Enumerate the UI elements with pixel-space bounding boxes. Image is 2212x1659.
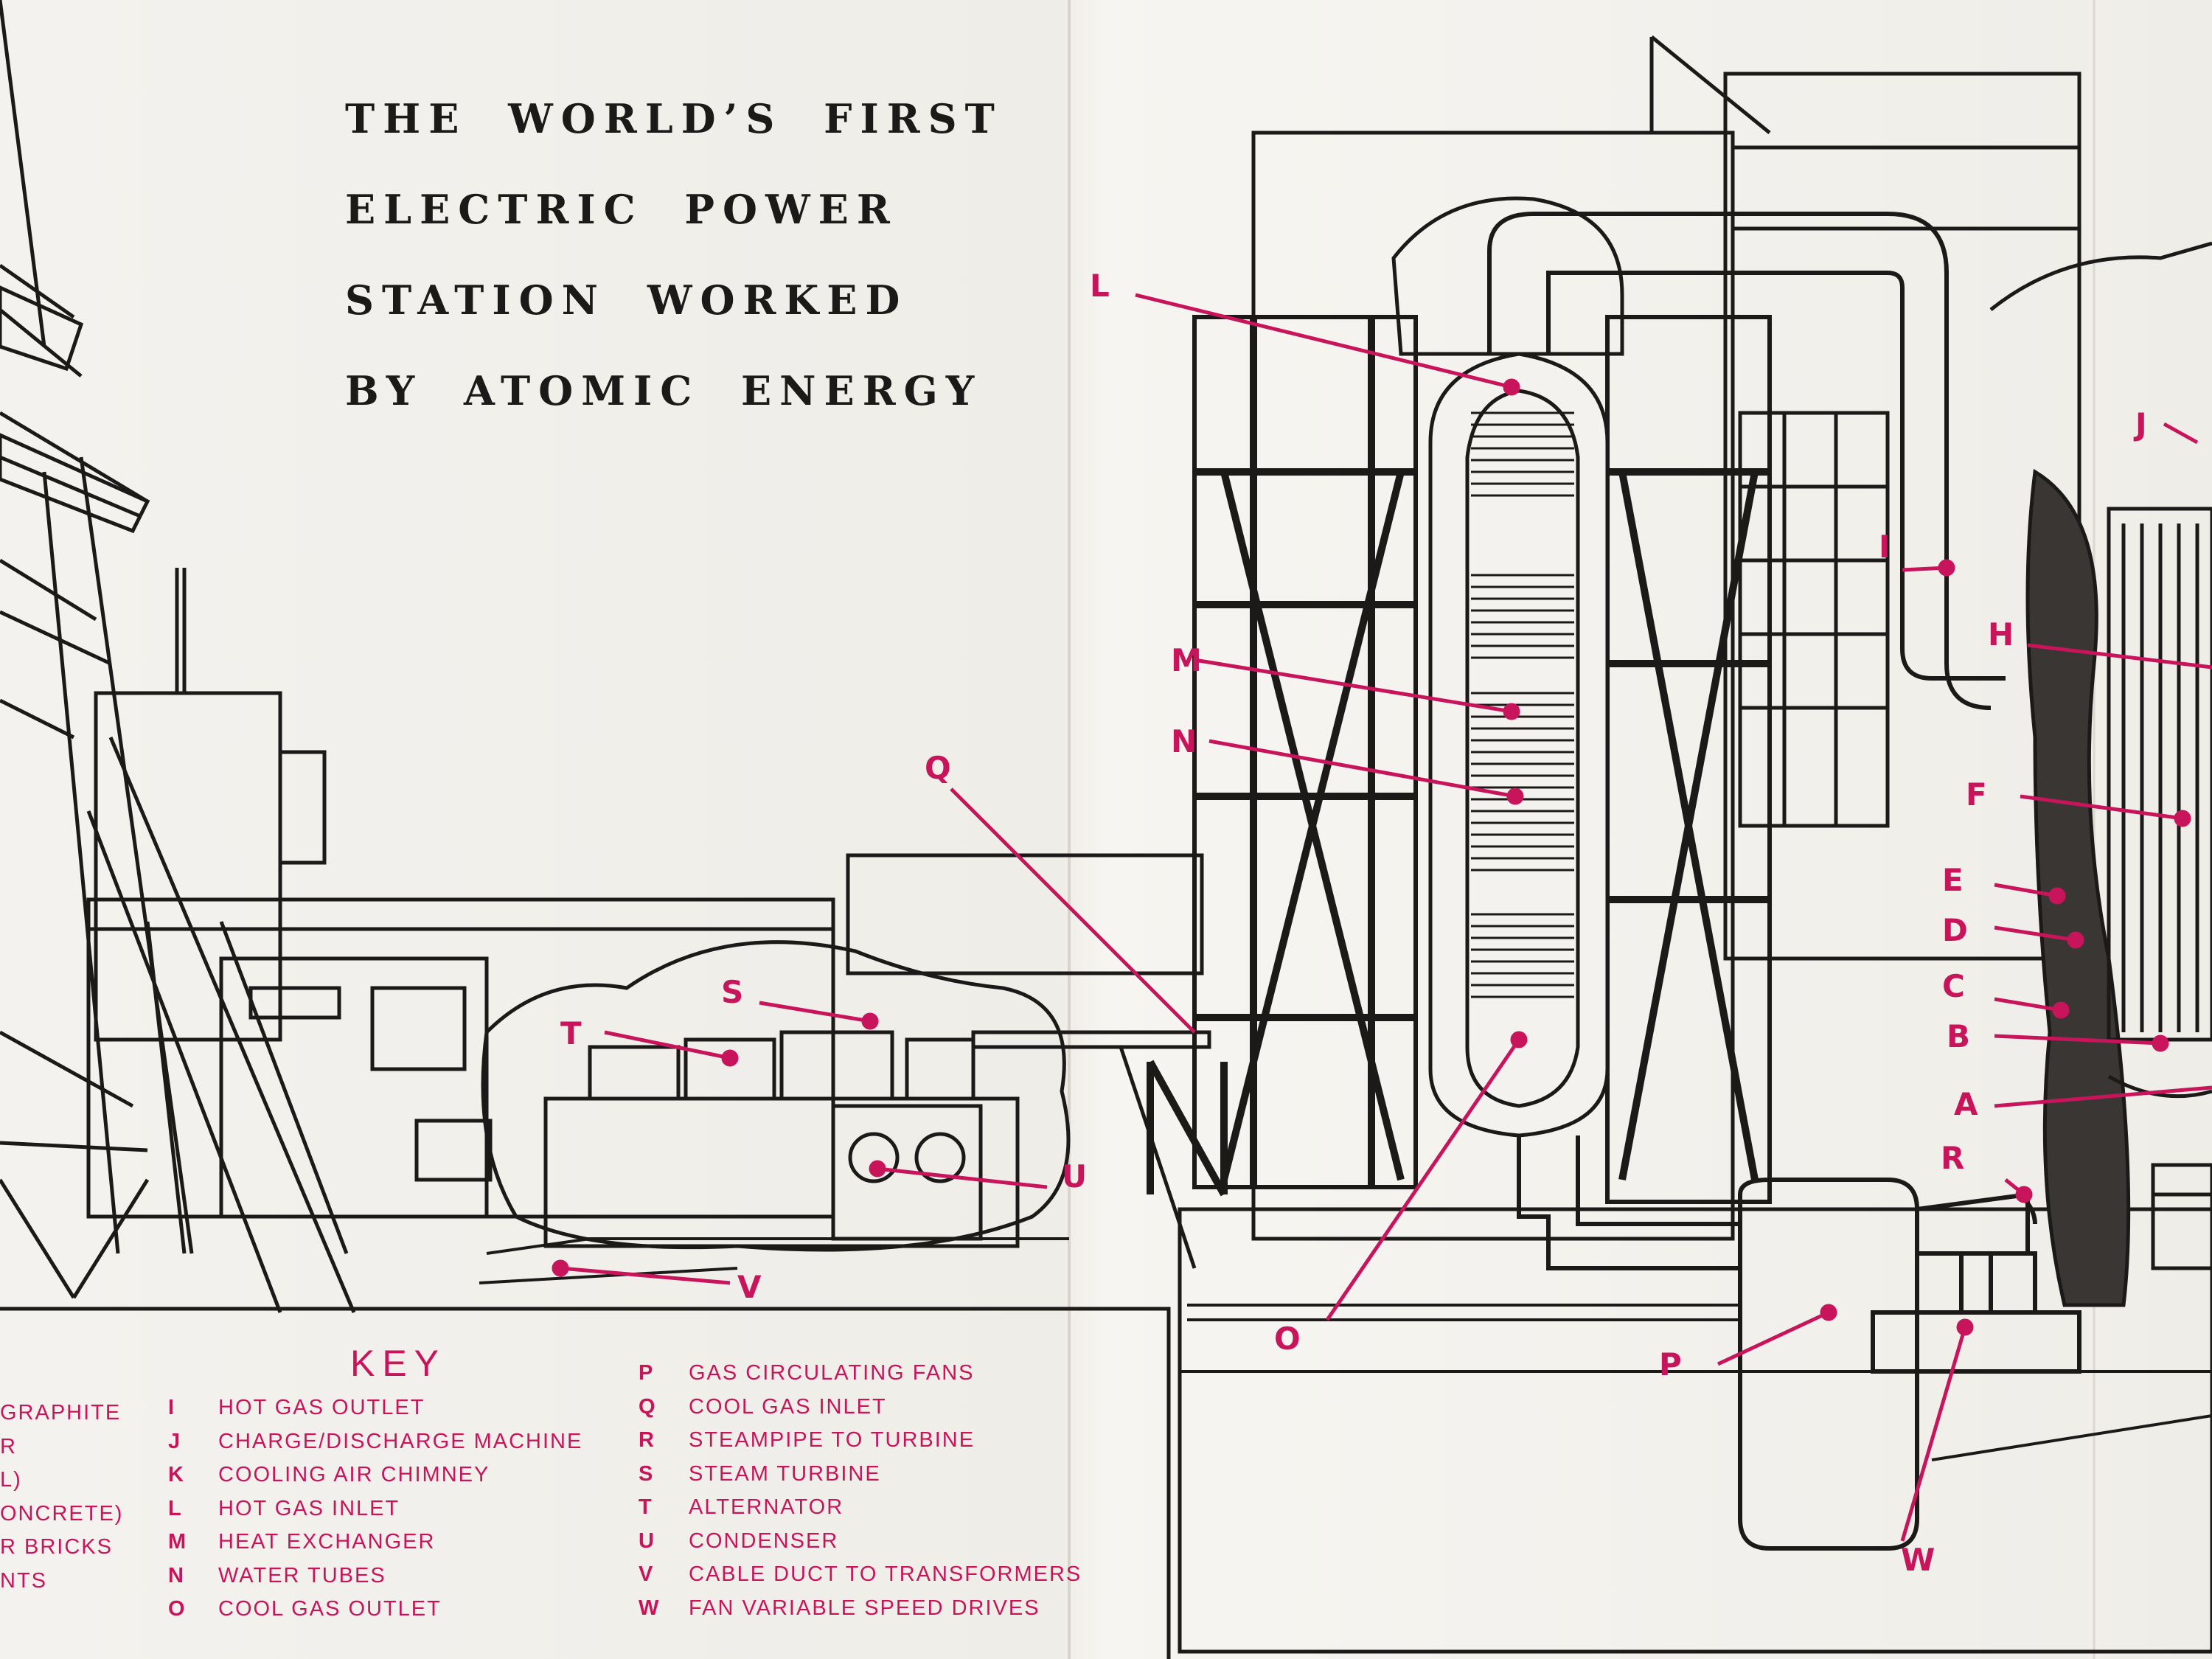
- title-line: THE WORLD’S FIRST: [345, 95, 1003, 142]
- key-entry-S: S STEAM TURBINE: [639, 1462, 1125, 1496]
- page-title: THE WORLD’S FIRST ELECTRIC POWER STATION…: [345, 74, 1009, 437]
- key-title: KEY: [349, 1343, 447, 1384]
- callout-O: O: [1274, 1321, 1301, 1357]
- callout-U: U: [1062, 1158, 1087, 1194]
- callout-D: D: [1942, 912, 1968, 948]
- key-entry-U: U CONDENSER: [639, 1529, 1125, 1563]
- key-box: [0, 1307, 1171, 1659]
- key-letter: J: [168, 1429, 182, 1453]
- key-text: COOL GAS INLET: [689, 1394, 887, 1419]
- key-text: CHARGE/DISCHARGE MACHINE: [218, 1429, 583, 1453]
- key-entry-I: I HOT GAS OUTLET: [168, 1396, 625, 1430]
- key-column-middle: I HOT GAS OUTLET J CHARGE/DISCHARGE MACHIN…: [168, 1396, 625, 1631]
- key-text: ALTERNATOR: [689, 1495, 844, 1519]
- background-buildings-left: [86, 568, 1204, 1219]
- key-entry-T: T ALTERNATOR: [639, 1495, 1125, 1529]
- key-letter: N: [168, 1563, 185, 1587]
- background-buildings-right: [1178, 35, 2212, 1654]
- callout-C: C: [1942, 968, 1965, 1004]
- callout-E: E: [1942, 862, 1964, 898]
- callout-P: P: [1659, 1346, 1682, 1382]
- key-entry-N: N WATER TUBES: [168, 1564, 625, 1598]
- key-entry-M: M HEAT EXCHANGER: [168, 1530, 625, 1564]
- key-entry-J: J CHARGE/DISCHARGE MACHINE: [168, 1430, 625, 1464]
- key-entry-truncated: GRAPHITE: [0, 1401, 122, 1425]
- key-letter: R: [639, 1428, 655, 1452]
- key-entry-P: P GAS CIRCULATING FANS: [639, 1361, 1125, 1395]
- key-text: HOT GAS INLET: [218, 1496, 400, 1520]
- key-text: COOLING AIR CHIMNEY: [218, 1463, 490, 1486]
- callout-R: Q: [925, 750, 951, 786]
- key-entry-truncated: R BRICKS: [0, 1535, 113, 1559]
- key-entry-R: R STEAMPIPE TO TURBINE: [639, 1428, 1125, 1462]
- key-letter: L: [168, 1496, 183, 1520]
- callout-I: I: [1879, 529, 1891, 565]
- key-text: FAN VARIABLE SPEED DRIVES: [689, 1596, 1040, 1620]
- callout-J: J: [2133, 406, 2147, 442]
- key-letter: W: [639, 1596, 661, 1620]
- key-entry-truncated: L): [0, 1468, 22, 1492]
- key-letter: T: [639, 1495, 653, 1519]
- callout-T: T: [560, 1015, 582, 1051]
- ground-lines: [479, 1237, 2212, 1461]
- callout-A: A: [1954, 1086, 1978, 1122]
- key-letter: U: [639, 1528, 655, 1553]
- key-text: STEAM TURBINE: [689, 1461, 881, 1486]
- callout-W: W: [1901, 1542, 1935, 1578]
- key-text: WATER TUBES: [218, 1563, 386, 1587]
- turbine-hall: [481, 940, 1211, 1269]
- callout-S: S: [721, 974, 743, 1010]
- key-text: COOL GAS OUTLET: [218, 1597, 442, 1621]
- key-entry-W: W FAN VARIABLE SPEED DRIVES: [639, 1596, 1125, 1630]
- key-entry-O: O COOL GAS OUTLET: [168, 1597, 625, 1631]
- key-column-truncated: GRAPHITE R L) ONCRETE) R BRICKS NTS: [0, 1401, 123, 1602]
- key-entry-K: K COOLING AIR CHIMNEY: [168, 1463, 625, 1497]
- gas-ducts: [1487, 212, 2081, 1551]
- callout-labels: L M N O Q S T U V P W R A B C D E F H I …: [560, 268, 2147, 1578]
- key-letter: S: [639, 1461, 655, 1486]
- key-text: GAS CIRCULATING FANS: [689, 1361, 975, 1385]
- callout-M: M: [1171, 642, 1202, 678]
- title-line: ELECTRIC POWER: [345, 186, 898, 233]
- key-letter: I: [168, 1396, 176, 1419]
- key-entry-truncated: NTS: [0, 1568, 47, 1593]
- key-entry-V: V CABLE DUCT TO TRANSFORMERS: [639, 1562, 1125, 1596]
- key-letter: M: [168, 1530, 188, 1554]
- key-text: HOT GAS OUTLET: [218, 1396, 425, 1419]
- key-letter: V: [639, 1562, 655, 1586]
- callout-F: F: [1966, 776, 1987, 813]
- callout-V: V: [737, 1269, 762, 1305]
- title-line: STATION WORKED: [345, 276, 908, 324]
- key-letter: Q: [639, 1394, 657, 1419]
- heat-exchanger-vessel: [1391, 196, 1624, 1138]
- key-entry-truncated: R: [0, 1434, 17, 1458]
- callout-L: L: [1090, 268, 1110, 304]
- callout-Q: R: [1941, 1140, 1964, 1176]
- key-entry-truncated: ONCRETE): [0, 1501, 124, 1526]
- key-entry-Q: Q COOL GAS INLET: [639, 1395, 1125, 1429]
- callout-N: N: [1171, 723, 1197, 759]
- key-letter: O: [168, 1597, 187, 1621]
- callout-leaders: [552, 293, 2212, 1542]
- key-letter: K: [168, 1463, 185, 1486]
- key-text: CONDENSER: [689, 1528, 839, 1553]
- callout-H: H: [1988, 616, 2014, 653]
- key-letter: P: [639, 1361, 655, 1385]
- title-line: BY ATOMIC ENERGY: [345, 367, 983, 414]
- key-text: STEAMPIPE TO TURBINE: [689, 1428, 975, 1452]
- callout-B: B: [1947, 1018, 1970, 1054]
- key-entry-L: L HOT GAS INLET: [168, 1497, 625, 1531]
- key-text: CABLE DUCT TO TRANSFORMERS: [689, 1562, 1082, 1586]
- key-text: HEAT EXCHANGER: [218, 1530, 436, 1554]
